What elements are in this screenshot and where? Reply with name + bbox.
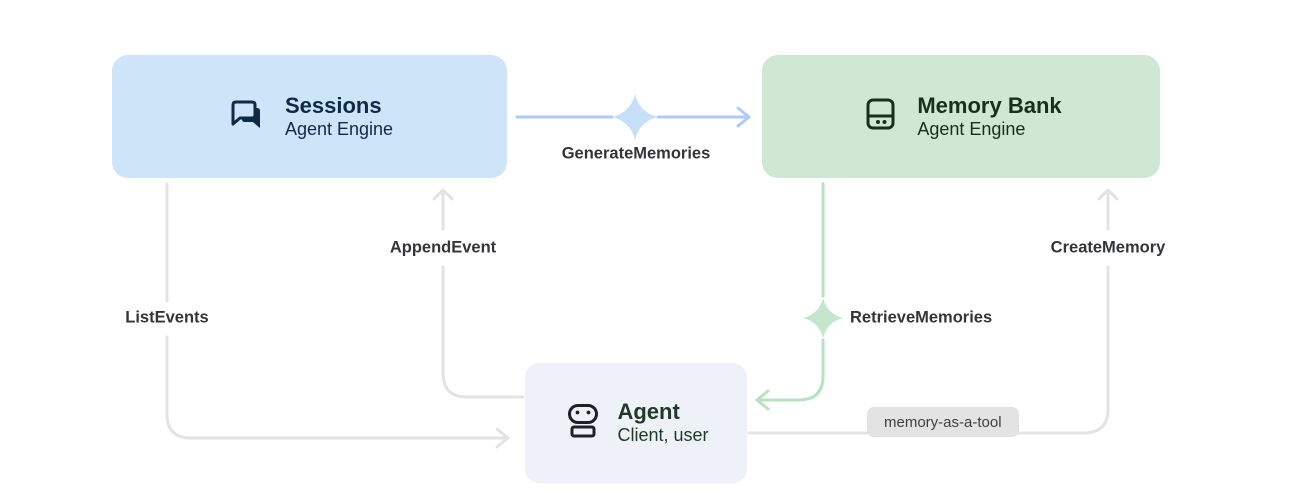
memory-bank-icon xyxy=(860,94,900,139)
node-agent: Agent Client, user xyxy=(525,363,747,483)
edge-label-generate-memories: GenerateMemories xyxy=(561,144,711,163)
node-sessions: Sessions Agent Engine xyxy=(112,55,507,178)
edge-list-events xyxy=(165,182,510,449)
node-title: Sessions xyxy=(284,92,382,118)
arrowhead-up-icon xyxy=(1097,188,1119,201)
node-subtitle: Client, user xyxy=(617,425,709,446)
edge-label-list-events: ListEvents xyxy=(125,308,209,327)
edge-generate-memories xyxy=(515,106,751,128)
robot-icon xyxy=(563,401,603,446)
arrowhead-right-icon xyxy=(736,106,751,128)
edge-label-retrieve-memories: RetrieveMemories xyxy=(850,308,993,327)
edge-retrieve-memories xyxy=(755,182,825,411)
arrowhead-left-icon xyxy=(755,389,770,411)
edge-label-create-memory: CreateMemory xyxy=(1050,238,1166,257)
sparkle-icon xyxy=(803,298,843,338)
memory-as-a-tool-badge: memory-as-a-tool xyxy=(867,407,1019,437)
edge-append-event xyxy=(432,188,525,399)
node-title: Agent xyxy=(617,399,680,425)
arrowhead-right-icon xyxy=(495,427,510,449)
sparkle-icon xyxy=(612,94,658,140)
chat-icon xyxy=(226,94,268,139)
node-memory-bank: Memory Bank Agent Engine xyxy=(762,55,1160,178)
edge-label-append-event: AppendEvent xyxy=(389,238,497,257)
arrowhead-up-icon xyxy=(432,188,454,201)
node-subtitle: Agent Engine xyxy=(284,118,394,139)
node-subtitle: Agent Engine xyxy=(917,118,1026,139)
node-title: Memory Bank xyxy=(917,92,1062,118)
edge-create-memory xyxy=(747,188,1119,435)
